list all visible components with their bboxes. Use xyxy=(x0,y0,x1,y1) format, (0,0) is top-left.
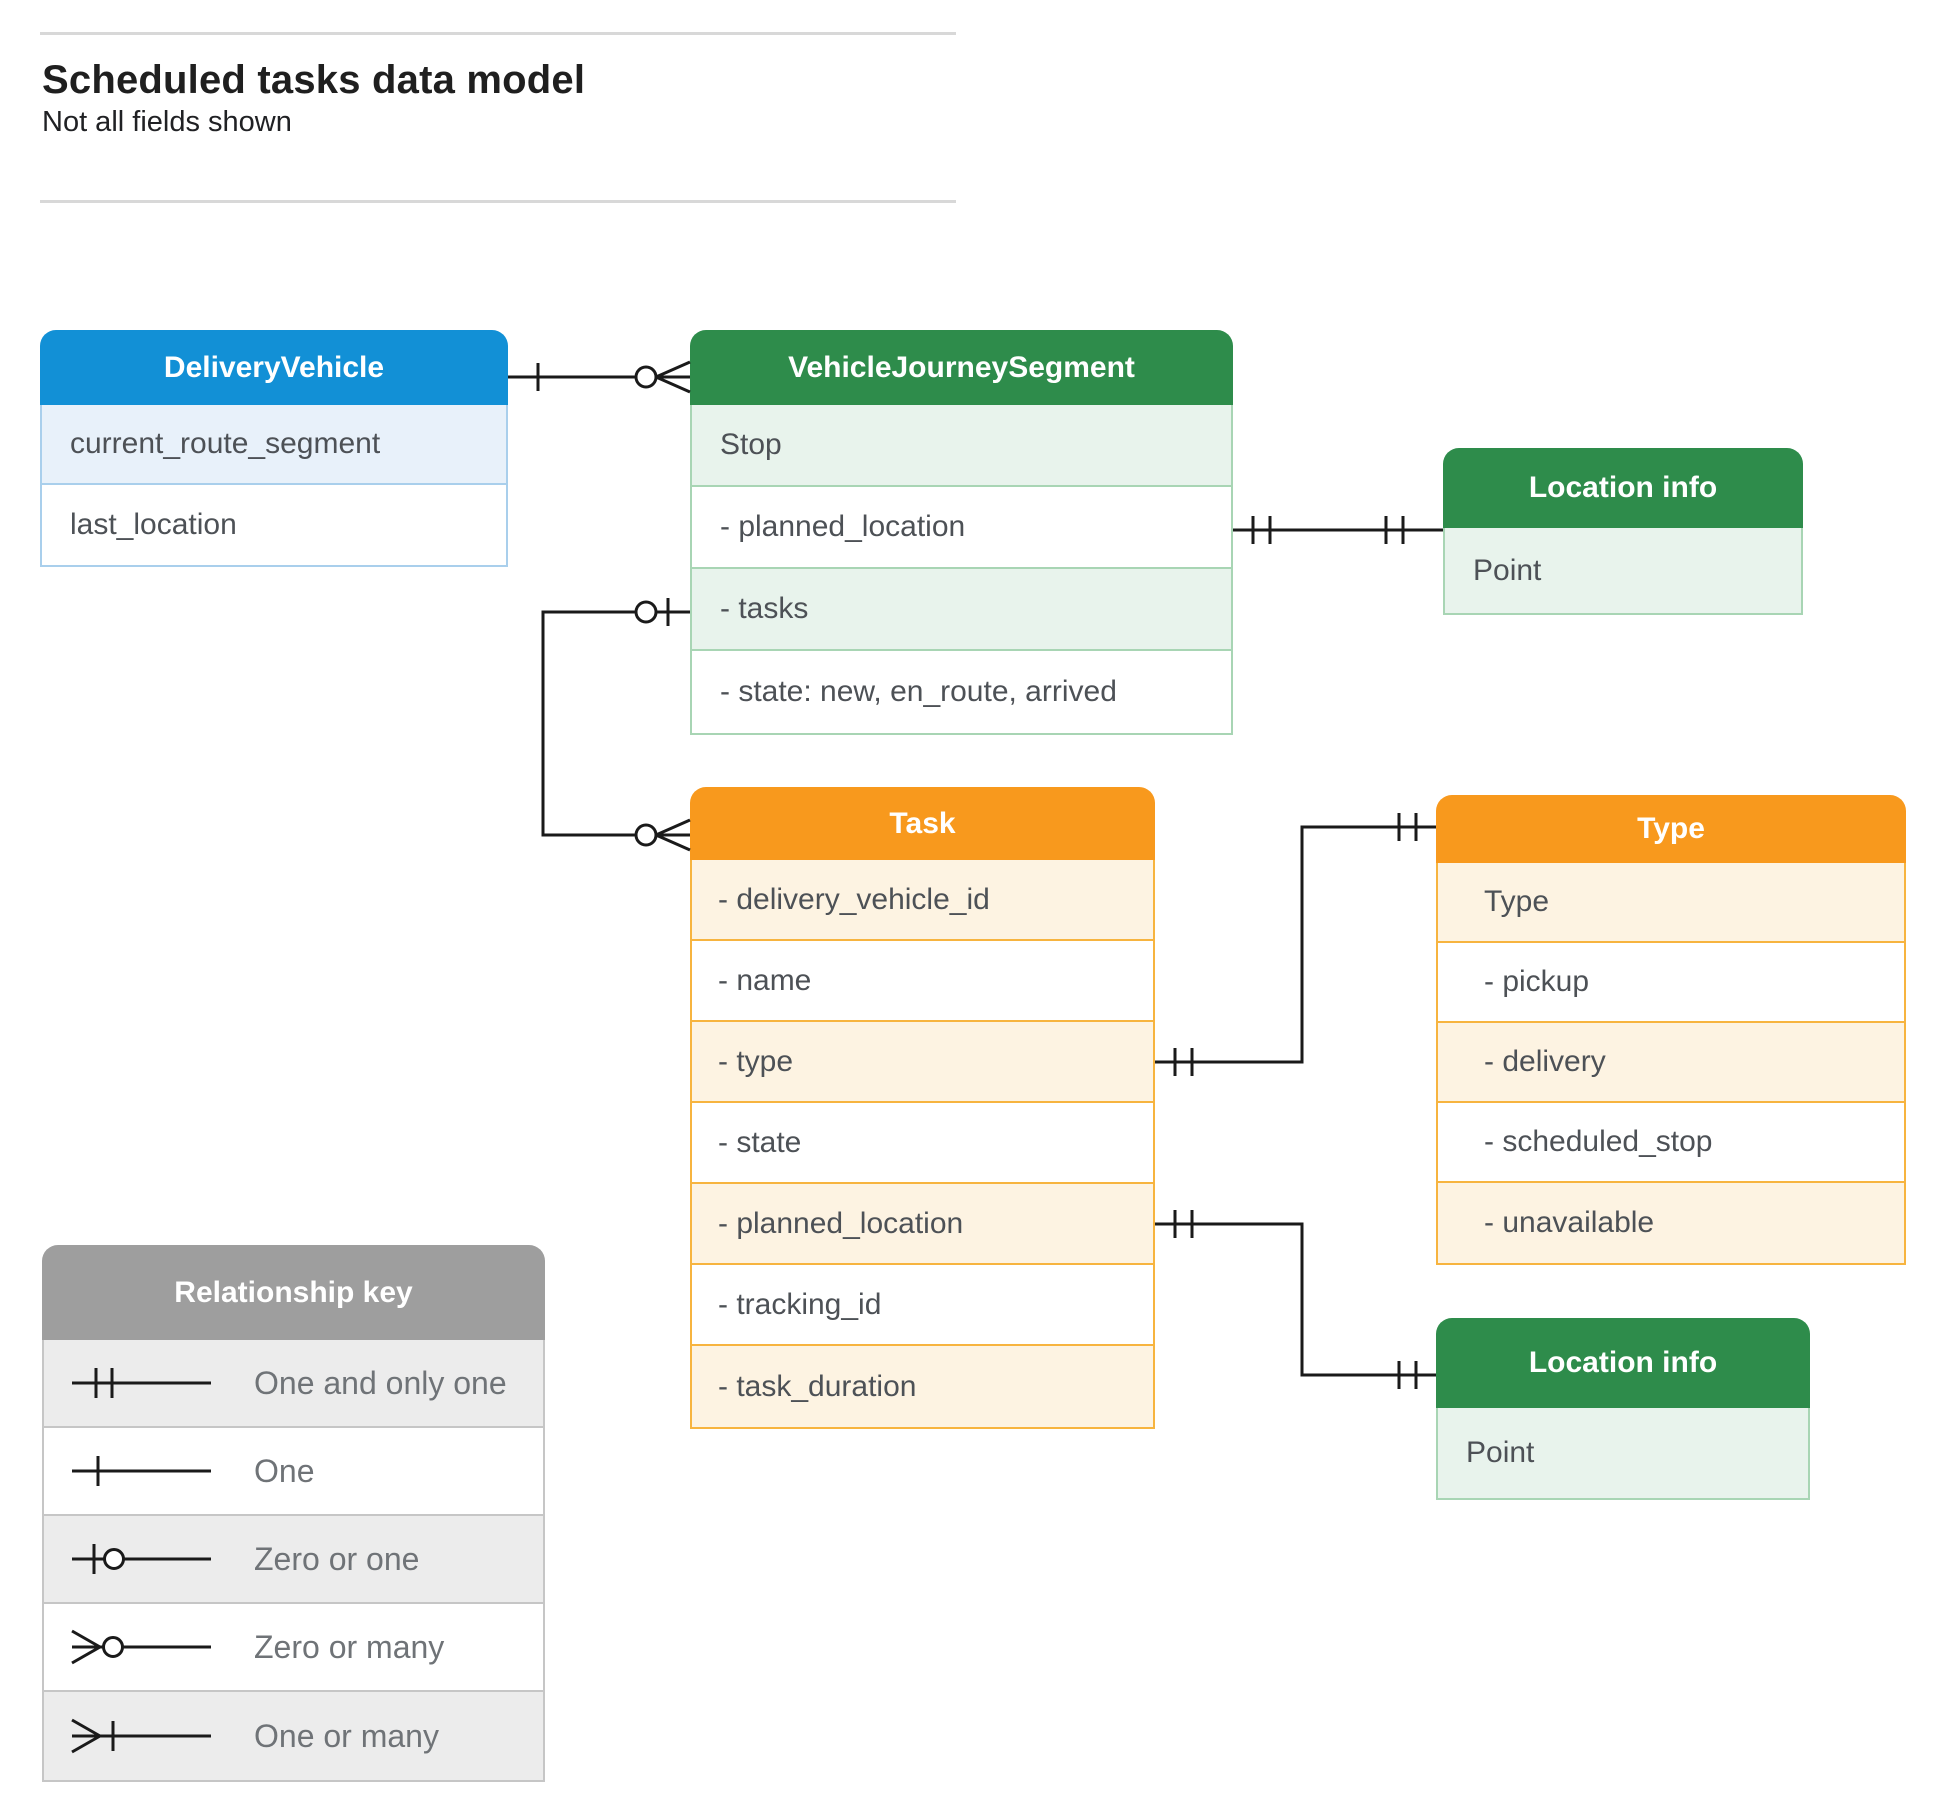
relationship-key-label: Zero or many xyxy=(254,1628,445,1665)
connector-vehiclejourneysegment-tasks-to-task xyxy=(541,598,691,852)
entity-vehicle-journey-segment: VehicleJourneySegment Stop- planned_loca… xyxy=(690,330,1233,735)
top-divider xyxy=(40,32,956,35)
relationship-key-label: One or many xyxy=(254,1717,439,1754)
entity-header: DeliveryVehicle xyxy=(40,330,508,405)
field-row: - delivery_vehicle_id xyxy=(692,860,1153,941)
field-row: last_location xyxy=(42,485,506,565)
relationship-key-row: One xyxy=(44,1428,543,1516)
field-row: - type xyxy=(692,1022,1153,1103)
entity-fields: Point xyxy=(1436,1408,1810,1500)
zero-or-many-symbol-icon xyxy=(71,1629,211,1665)
entity-task: Task - delivery_vehicle_id- name- type- … xyxy=(690,787,1155,1429)
entity-header: VehicleJourneySegment xyxy=(690,330,1233,405)
entity-location-info-top: Location info Point xyxy=(1443,448,1803,615)
page-title: Scheduled tasks data model xyxy=(42,58,586,102)
entity-fields: Point xyxy=(1443,528,1803,615)
field-row: - planned_location xyxy=(692,487,1231,569)
entity-header: Type xyxy=(1436,795,1906,863)
relationship-key-row: Zero or one xyxy=(44,1516,543,1604)
relationship-key-row: One and only one xyxy=(44,1340,543,1428)
field-row: - tasks xyxy=(692,569,1231,651)
relationship-key-label: Zero or one xyxy=(254,1540,420,1577)
field-row: - name xyxy=(692,941,1153,1022)
field-row: Point xyxy=(1445,528,1801,613)
one-and-only-one-symbol-icon xyxy=(72,1368,211,1398)
one-symbol-icon xyxy=(72,1456,211,1486)
connector-vehiclejourneysegment-planned-location-to-location-info xyxy=(1233,516,1443,544)
field-row: Point xyxy=(1438,1408,1808,1498)
field-row: - task_duration xyxy=(692,1346,1153,1427)
connector-task-planned-location-to-location-info xyxy=(1155,1210,1436,1389)
field-row: - unavailable xyxy=(1438,1183,1904,1263)
field-row: - planned_location xyxy=(692,1184,1153,1265)
entity-fields: Stop- planned_location- tasks- state: ne… xyxy=(690,405,1233,735)
connector-deliveryvehicle-to-vehiclejourneysegment xyxy=(508,360,691,394)
field-row: Stop xyxy=(692,405,1231,487)
relationship-key-row: Zero or many xyxy=(44,1604,543,1692)
field-row: current_route_segment xyxy=(42,405,506,485)
relationship-key-label: One xyxy=(254,1452,315,1489)
field-row: - pickup xyxy=(1438,943,1904,1023)
field-row: - state xyxy=(692,1103,1153,1184)
field-row: - tracking_id xyxy=(692,1265,1153,1346)
entity-fields: - delivery_vehicle_id- name- type- state… xyxy=(690,860,1155,1429)
entity-fields: Type- pickup- delivery- scheduled_stop- … xyxy=(1436,863,1906,1265)
relationship-key-row: One or many xyxy=(44,1692,543,1780)
field-row: Type xyxy=(1438,863,1904,943)
entity-header: Location info xyxy=(1436,1318,1810,1408)
relationship-key-label: One and only one xyxy=(254,1364,507,1401)
entity-location-info-bottom: Location info Point xyxy=(1436,1318,1810,1500)
one-or-many-symbol-icon xyxy=(71,1718,211,1754)
relationship-key-header: Relationship key xyxy=(42,1245,545,1340)
field-row: - delivery xyxy=(1438,1023,1904,1103)
header-bottom-divider xyxy=(40,200,956,203)
connector-task-type-to-type xyxy=(1155,813,1436,1076)
field-row: - state: new, en_route, arrived xyxy=(692,651,1231,733)
zero-or-one-symbol-icon xyxy=(72,1544,211,1574)
entity-header: Task xyxy=(690,787,1155,860)
entity-type: Type Type- pickup- delivery- scheduled_s… xyxy=(1436,795,1906,1265)
entity-header: Location info xyxy=(1443,448,1803,528)
page-subtitle: Not all fields shown xyxy=(42,106,292,138)
field-row: - scheduled_stop xyxy=(1438,1103,1904,1183)
